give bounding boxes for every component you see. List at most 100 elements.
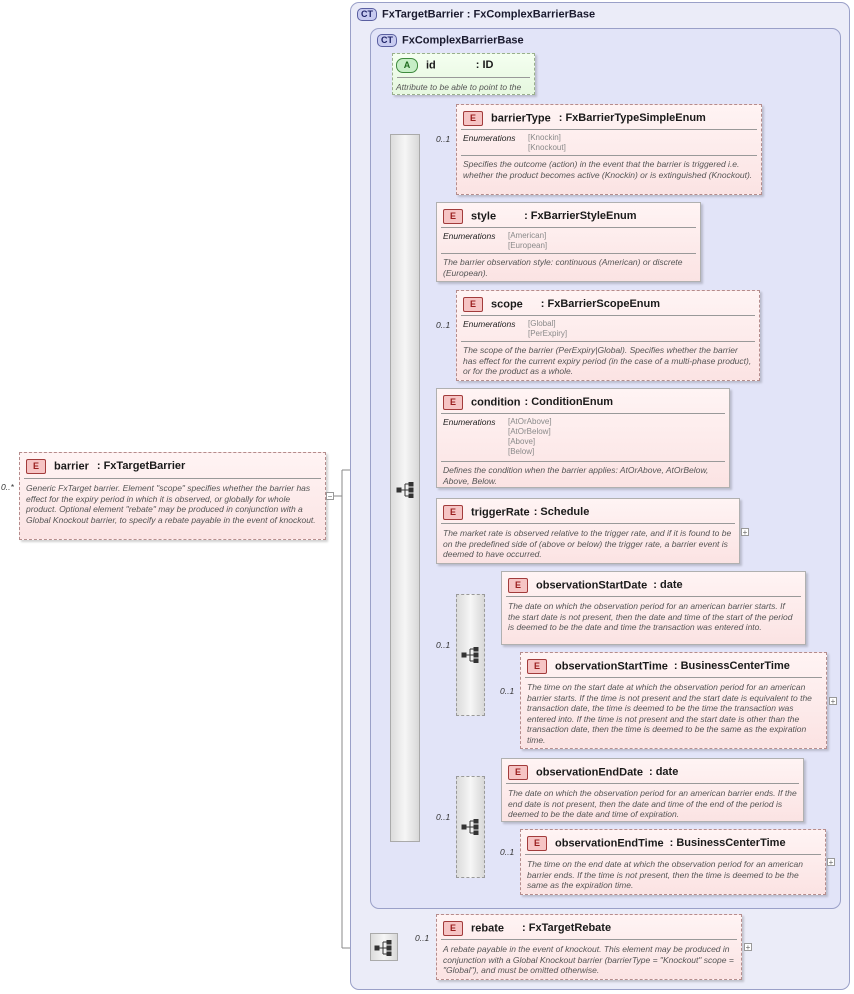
expand-plus-icon[interactable]: + — [827, 858, 835, 867]
element-badge: E — [443, 395, 463, 410]
complex-type-label: FxTargetBarrier : FxComplexBarrierBase — [382, 8, 596, 21]
element-type: : FxBarrierTypeSimpleEnum — [558, 112, 706, 125]
divider — [506, 596, 801, 597]
enum-value: [Knockout] — [528, 143, 566, 152]
element-badge: E — [463, 111, 483, 126]
sequence-compositor-icon — [374, 940, 392, 956]
element-name: scope — [491, 298, 523, 311]
element-type: : date — [648, 766, 679, 779]
divider — [525, 854, 821, 855]
element-type: : FxBarrierScopeEnum — [540, 298, 660, 311]
enum-value: [European] — [508, 241, 548, 250]
element-doc: The market rate is observed relative to … — [443, 528, 732, 559]
enum-values: [American][European] — [508, 231, 547, 251]
element-doc: Specifies the outcome (action) in the ev… — [463, 159, 753, 180]
divider — [461, 129, 757, 130]
element-badge: E — [26, 459, 46, 474]
element-name: style — [471, 210, 497, 223]
element-type: : BusinessCenterTime — [673, 660, 790, 673]
complex-type-title: CT FxTargetBarrier : FxComplexBarrierBase — [357, 8, 595, 21]
divider — [441, 413, 725, 414]
enum-values: [Global][PerExpiry] — [528, 319, 567, 339]
enum-value: [Global] — [528, 319, 556, 328]
element-badge: E — [527, 659, 547, 674]
enumerations-label: Enumerations — [463, 319, 516, 329]
divider — [441, 461, 725, 462]
element-type: : ConditionEnum — [524, 396, 614, 409]
collapse-minus-icon[interactable]: − — [326, 492, 334, 501]
element-doc: A rebate payable in the event of knockou… — [443, 944, 734, 975]
enum-values: [AtOrAbove][AtOrBelow][Above][Below] — [508, 417, 552, 457]
divider — [461, 155, 757, 156]
enumerations-label: Enumerations — [463, 133, 516, 143]
divider — [461, 315, 755, 316]
attribute-type: : ID — [475, 59, 494, 72]
expand-plus-icon[interactable]: + — [741, 528, 749, 537]
divider — [441, 939, 737, 940]
enum-value: [American] — [508, 231, 547, 240]
sequence-compositor-icon — [396, 482, 414, 498]
divider — [441, 523, 735, 524]
element-badge: E — [508, 765, 528, 780]
element-badge: E — [443, 921, 463, 936]
expand-plus-icon[interactable]: + — [744, 943, 752, 952]
enum-value: [PerExpiry] — [528, 329, 568, 338]
obs-start-time-cardinality: 0..1 — [500, 686, 515, 696]
element-type: : date — [653, 579, 683, 592]
enum-value: [AtOrAbove] — [508, 417, 552, 426]
attribute-badge: A — [396, 58, 418, 73]
element-doc: The scope of the barrier (PerExpiry|Glob… — [463, 345, 752, 376]
element-doc: The date on which the observation period… — [508, 788, 797, 819]
obs-end-group-cardinality: 0..1 — [436, 812, 451, 822]
complex-type-badge: CT — [357, 8, 377, 21]
element-doc: The time on the end date at which the ob… — [527, 859, 803, 890]
enum-values: [Knockin][Knockout] — [528, 133, 566, 153]
sequence-compositor-icon — [461, 647, 479, 663]
element-type: : Schedule — [533, 506, 590, 519]
element-name: condition — [471, 396, 521, 409]
expand-plus-icon[interactable]: + — [829, 697, 837, 706]
element-badge: E — [443, 505, 463, 520]
element-name: rebate — [471, 922, 505, 935]
enumerations-label: Enumerations — [443, 231, 496, 241]
enum-value: [Below] — [508, 447, 535, 456]
element-doc: Defines the condition when the barrier a… — [443, 465, 709, 486]
barrier-cardinality: 0..* — [1, 482, 14, 492]
element-type: : FxBarrierStyleEnum — [524, 210, 637, 223]
element-badge: E — [508, 578, 528, 593]
rebate-cardinality: 0..1 — [415, 933, 430, 943]
element-name: observationStartDate — [536, 579, 648, 592]
divider — [24, 478, 321, 479]
inner-type-badge: CT — [377, 34, 397, 47]
attribute-name: id — [426, 59, 436, 72]
element-doc: The time on the start date at which the … — [527, 682, 812, 745]
element-name: barrierType — [491, 112, 551, 125]
divider — [525, 677, 822, 678]
divider — [441, 227, 696, 228]
divider — [441, 253, 696, 254]
divider — [461, 341, 755, 342]
element-name: barrier — [54, 460, 89, 473]
enum-value: [Knockin] — [528, 133, 561, 142]
